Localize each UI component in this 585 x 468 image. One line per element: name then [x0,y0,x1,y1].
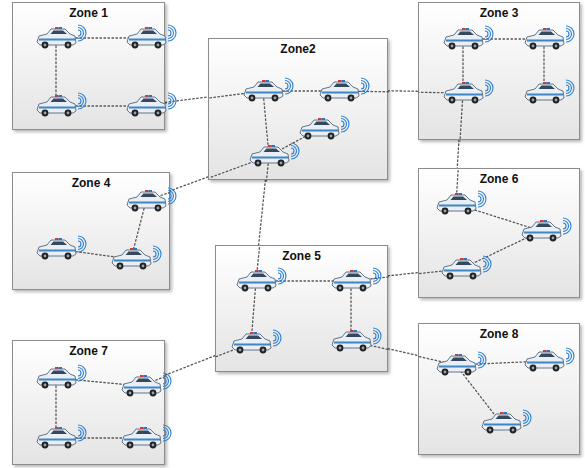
police-car [127,93,176,116]
police-car [482,410,531,433]
zone-title: Zone 8 [419,324,579,341]
car-links [456,204,541,269]
car-link [456,365,501,423]
zone-box: Zone 8 [418,323,580,455]
zone-link [165,356,215,376]
police-car [122,425,171,448]
zone-title: Zone 4 [13,173,169,190]
police-car [37,365,86,388]
car-links [463,39,544,93]
police-car [112,246,161,269]
car-links [456,361,544,423]
zone-link [388,349,418,356]
link-stubs [216,246,389,357]
police-car [122,373,171,396]
zone-title: Zone2 [209,39,387,56]
cars [37,365,171,448]
zone-title: Zone 6 [419,169,579,186]
police-car [37,93,86,116]
zone-title: Zone 5 [216,246,387,263]
cars [437,191,571,279]
car-link [456,204,541,231]
police-car [250,143,299,166]
police-car [437,352,486,375]
police-car [522,218,571,241]
police-car [37,425,86,448]
zone-illustration [13,173,171,291]
zone-illustration [419,169,581,299]
police-car [244,78,293,101]
zone-link [457,140,459,168]
cars [244,78,369,166]
cars [437,348,574,433]
police-car [320,78,369,101]
car-links [251,281,351,343]
zone-illustration [419,3,581,141]
zone-illustration [13,341,166,466]
link-stubs [419,169,461,274]
zone-link [259,180,266,245]
police-car [437,191,486,214]
zone-illustration [13,3,166,131]
zone-box: Zone 7 [12,340,165,465]
police-car [444,26,493,49]
police-car [127,188,176,211]
police-car [525,26,574,49]
police-car [332,268,381,291]
police-car [232,330,281,353]
police-car [442,256,491,279]
police-car [37,236,86,259]
cars [37,25,176,116]
cars [444,26,574,103]
link-stubs [209,91,389,181]
zone-title: Zone 3 [419,3,579,20]
zone-link [388,90,418,92]
police-car [127,25,176,48]
zone-box: Zone 6 [418,168,580,298]
police-car [525,80,574,103]
zone-title: Zone 7 [13,341,164,358]
car-link [251,281,256,343]
police-car [300,116,349,139]
cars [37,188,176,269]
zone-link [170,177,208,191]
zone-box: Zone 3 [418,2,580,140]
car-links [56,38,146,106]
police-car [525,348,574,371]
zone-illustration [209,39,389,181]
zone-box: Zone 1 [12,2,165,130]
zone-box: Zone2 [208,38,388,180]
zone-illustration [216,246,389,373]
police-car [237,268,286,291]
zone-title: Zone 1 [13,3,164,20]
police-car [332,328,381,351]
police-car [37,25,86,48]
zone-box: Zone 5 [215,245,388,372]
car-links [263,91,339,156]
zone-link [388,273,418,276]
zone-illustration [419,324,581,456]
zone-box: Zone 4 [12,172,170,290]
cars [232,268,381,353]
police-car [444,80,493,103]
